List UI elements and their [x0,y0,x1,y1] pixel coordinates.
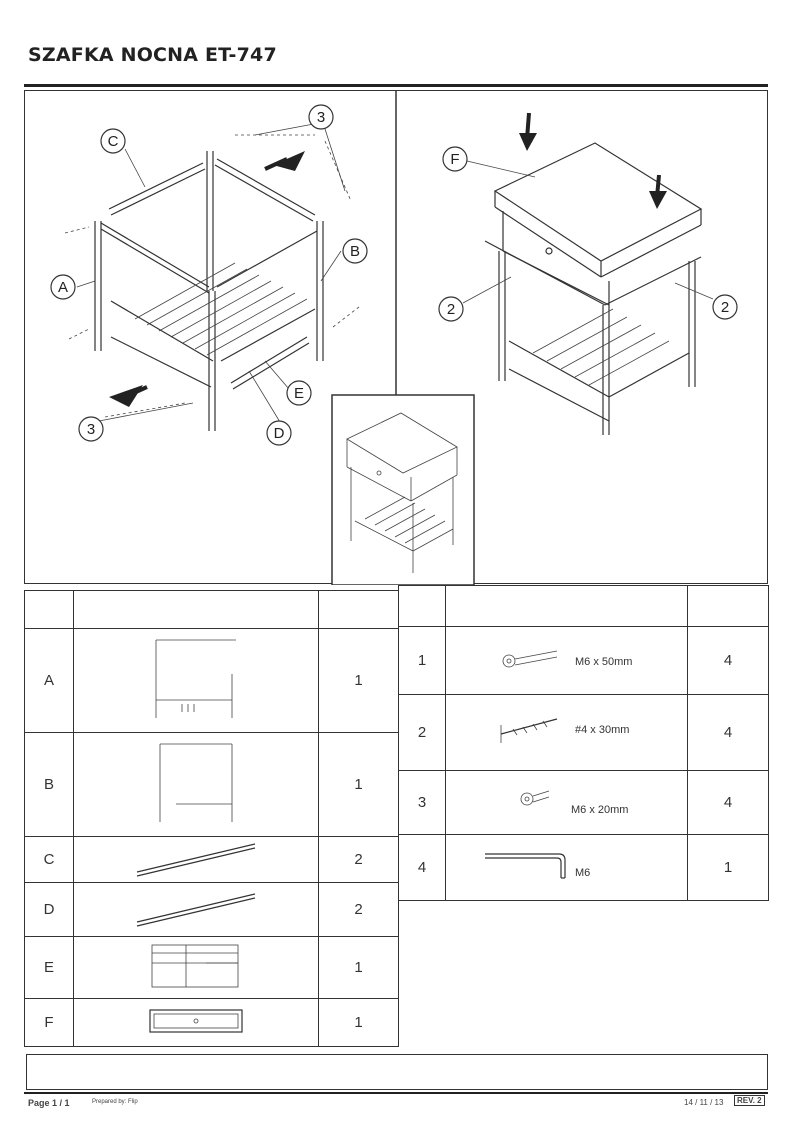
label-b: B [350,243,360,260]
prepared-by: Prepared by: Flip [92,1099,138,1105]
page-title: SZAFKA NOCNA ET-747 [28,44,277,66]
notes-box [26,1054,768,1090]
hardware-header-row [398,585,769,627]
part-id: D [24,882,74,937]
header-cell [445,585,688,627]
table-row: F 1 [24,998,399,1047]
rail-c-icon [73,836,319,883]
drawer-top-icon [73,998,319,1047]
hardware-cell: #4 x 30mm [445,694,688,771]
hardware-spec: M6 x 20mm [571,804,628,816]
hardware-spec: #4 x 30mm [575,724,629,736]
parts-header-row [24,590,399,629]
revision-badge-wrap: REV. 2 [734,1095,765,1106]
header-cell [398,585,446,627]
header-cell [73,590,319,629]
side-frame-b-icon [73,732,319,837]
page-number: Page 1 / 1 [28,1098,70,1108]
exploded-frame-drawing [64,122,360,431]
header-cell [318,590,399,629]
wood-screw-icon [500,717,557,743]
doc-date: 14 / 11 / 13 [684,1098,724,1107]
hardware-id: 4 [398,834,446,901]
hardware-cell: M6 x 20mm [445,770,688,835]
hardware-qty: 4 [687,770,769,835]
table-row: 4 M6 1 [398,834,769,901]
table-row: 2 #4 x 30mm 4 [398,694,769,771]
header-cell [687,585,769,627]
label-a: A [58,279,68,296]
table-row: A 1 [24,628,399,733]
title-rule [24,84,768,87]
bolt-short-icon [520,790,549,805]
slatted-shelf-icon [73,936,319,999]
part-id: C [24,836,74,883]
part-qty: 1 [318,732,399,837]
finished-product-inset [331,394,475,585]
label-e: E [294,385,304,402]
hardware-qty: 4 [687,694,769,771]
part-id: B [24,732,74,837]
label-c: C [108,133,119,150]
parts-table: A 1 B 1 C 2 D 2 E 1 F 1 [24,590,399,1047]
table-row: D 2 [24,882,399,937]
label-2-left: 2 [447,301,455,318]
hardware-id: 1 [398,626,446,695]
hardware-spec: M6 x 50mm [575,656,632,668]
part-id: E [24,936,74,999]
part-qty: 1 [318,628,399,733]
hardware-cell: M6 x 50mm [445,626,688,695]
top-assembly-drawing [462,112,714,435]
bolt-long-icon [502,650,557,667]
hardware-qty: 4 [687,626,769,695]
table-row: E 1 [24,936,399,999]
label-3-top: 3 [317,109,325,126]
allen-key-icon [484,852,566,879]
assembly-drawing: C 3 B A E 3 D [50,91,738,585]
label-3-bottom: 3 [87,421,95,438]
hardware-table: 1 M6 x 50mm 4 2 #4 x 30mm 4 3 M6 x 20mm … [398,585,769,901]
label-d: D [274,425,285,442]
side-frame-a-icon [73,628,319,733]
part-id: A [24,628,74,733]
label-f: F [450,151,459,168]
table-row: 1 M6 x 50mm 4 [398,626,769,695]
hardware-id: 2 [398,694,446,771]
hardware-spec: M6 [575,867,590,879]
hardware-cell: M6 [445,834,688,901]
assembly-diagram: C 3 B A E 3 D [24,90,768,585]
part-qty: 1 [318,998,399,1047]
part-qty: 1 [318,936,399,999]
header-cell [24,590,74,629]
label-2-right: 2 [721,299,729,316]
part-qty: 2 [318,882,399,937]
hardware-id: 3 [398,770,446,835]
hardware-qty: 1 [687,834,769,901]
footer-rule [24,1092,768,1094]
table-row: C 2 [24,836,399,883]
table-row: 3 M6 x 20mm 4 [398,770,769,835]
part-qty: 2 [318,836,399,883]
revision-badge: REV. 2 [734,1095,765,1106]
part-id: F [24,998,74,1047]
finished-product-drawing [346,412,458,573]
rail-d-icon [73,882,319,937]
table-row: B 1 [24,732,399,837]
